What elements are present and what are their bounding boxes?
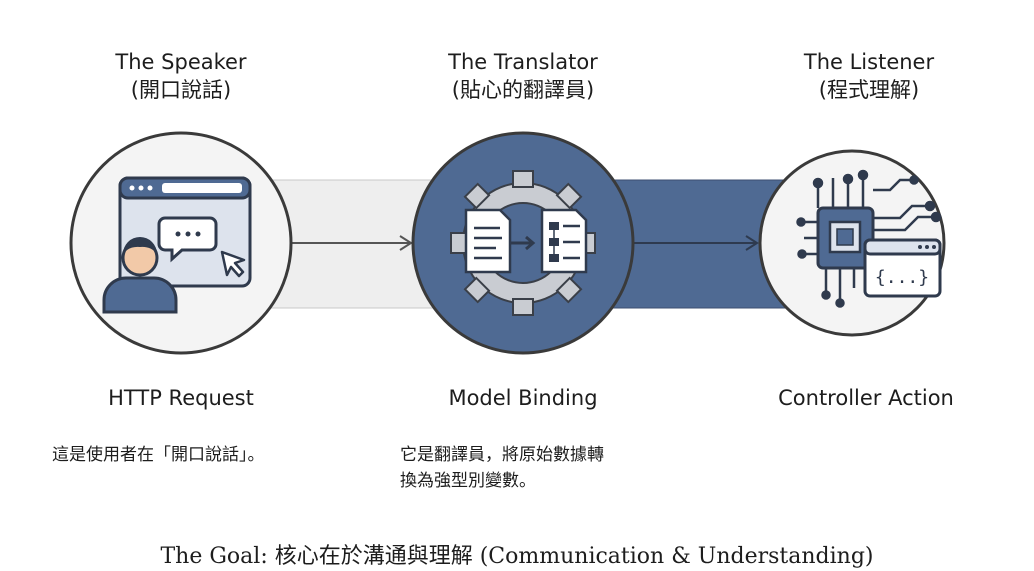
user-speech-browser-icon [102,176,252,314]
code-snippet: {...} [875,267,929,288]
speaker-heading: The Speaker (開口說話) [51,48,311,104]
listener-heading: The Listener (程式理解) [739,48,999,104]
translator-heading: The Translator (貼心的翻譯員) [393,48,653,104]
translator-subtitle: (貼心的翻譯員) [451,78,595,102]
listener-circle: {...} [758,149,946,337]
speaker-description: 這是使用者在「開口說話」。 [52,445,265,465]
speaker-subtitle: (開口說話) [130,78,232,102]
arrow-to-translator [270,235,413,251]
chip-code-icon [796,169,942,308]
listener-title: The Listener [803,50,935,74]
listener-subtitle: (程式理解) [818,78,920,102]
arrow-to-listener [630,235,759,251]
code-window: {...} [863,238,942,298]
gear-document-transform-icon [450,170,596,316]
goal-caption: The Goal: 核心在於溝通與理解 (Communication & Und… [160,544,874,569]
translator-circle [411,131,635,355]
translator-label: Model Binding [448,386,598,410]
speaker-circle [69,131,293,355]
speaker-label: HTTP Request [108,386,254,410]
translator-description-line2: 換為強型別變數。 [400,471,536,491]
listener-label: Controller Action [778,386,954,410]
translator-description: 它是翻譯員，將原始數據轉 換為強型別變數。 [400,442,604,494]
translator-description-line1: 它是翻譯員，將原始數據轉 [400,445,604,465]
translator-title: The Translator [448,50,598,74]
speaker-title: The Speaker [115,50,247,74]
